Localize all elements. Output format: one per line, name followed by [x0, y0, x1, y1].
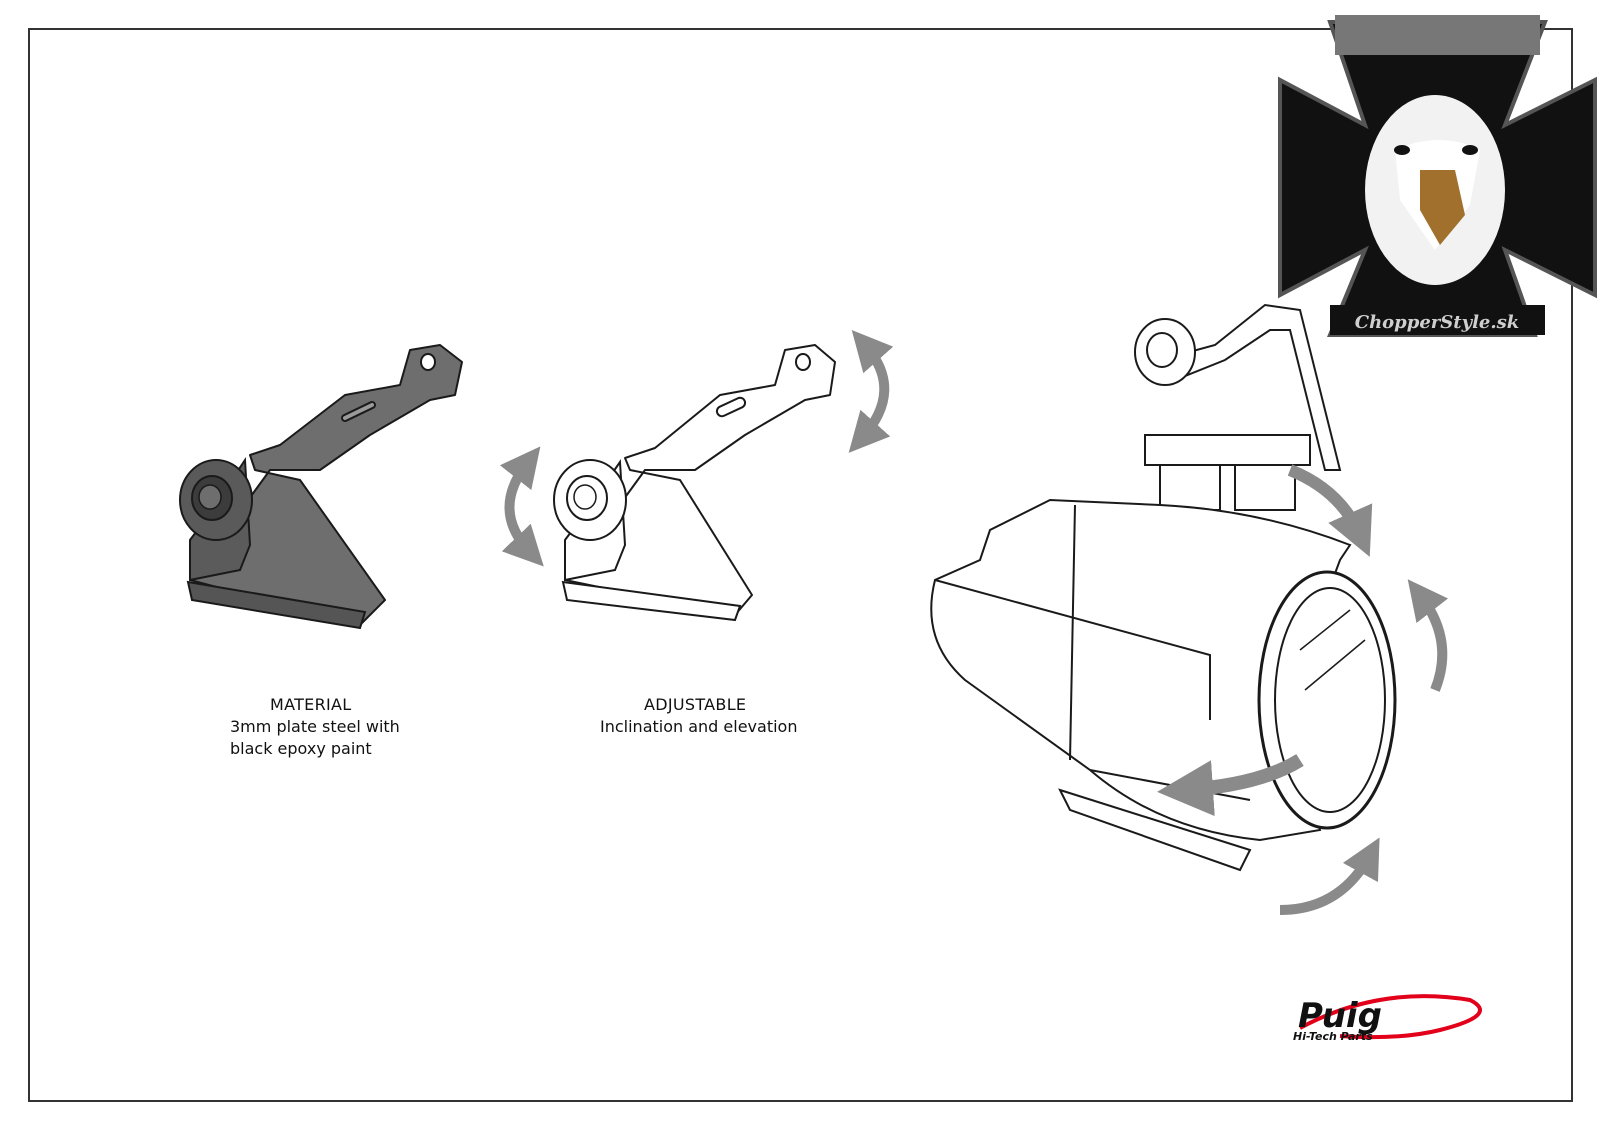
material-line-1: 3mm plate steel with — [230, 717, 400, 736]
chopperstyle-watermark-logo: ChopperStyle.sk — [1278, 15, 1597, 337]
fog-light-illustration — [930, 303, 1397, 872]
page-border — [28, 28, 1573, 1102]
material-heading: MATERIAL — [270, 695, 352, 714]
bracket-material-illustration — [179, 344, 463, 630]
adjustable-heading: ADJUSTABLE — [644, 695, 747, 714]
brand-name: Puig — [1298, 996, 1382, 1036]
material-caption: MATERIAL 3mm plate steel with black epox… — [230, 694, 460, 760]
rotate-arrow-side — [1407, 579, 1449, 692]
adjustable-caption: ADJUSTABLE Inclination and elevation — [600, 694, 830, 738]
bracket-adjustable-illustration — [553, 344, 836, 622]
rotate-arrow-right — [848, 330, 894, 453]
material-line-2: black epoxy paint — [230, 739, 372, 758]
adjustable-line-1: Inclination and elevation — [600, 717, 798, 736]
rotate-arrow-front — [1157, 754, 1304, 817]
watermark-text: ChopperStyle.sk — [1355, 312, 1519, 333]
rotate-arrow-left — [499, 446, 544, 567]
brand-tagline: Hi-Tech Parts — [1293, 1030, 1373, 1043]
rotate-arrow-bottom — [1279, 837, 1380, 915]
rotate-arrow-top — [1287, 464, 1373, 557]
puig-brand-logo: Puig Hi-Tech Parts — [1293, 994, 1483, 1043]
